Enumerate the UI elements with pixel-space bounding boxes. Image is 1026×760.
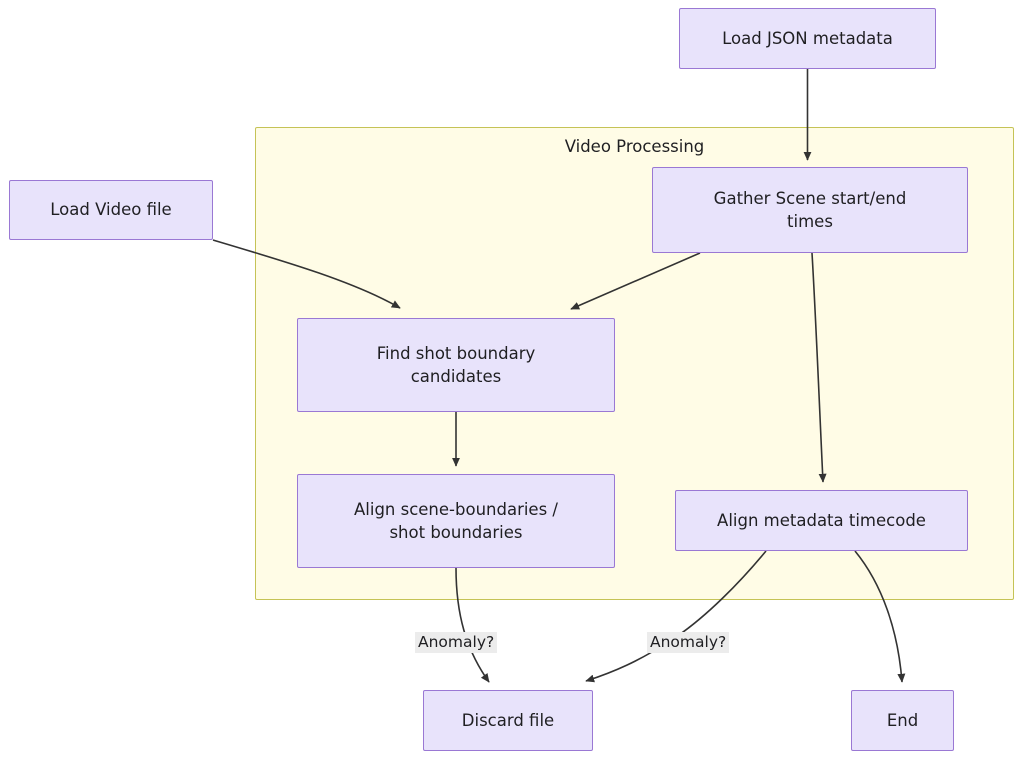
edge-label-anomaly-left: Anomaly? — [415, 632, 498, 654]
cluster-title-label: Video Processing — [564, 137, 705, 156]
node-align-metadata-timecode[interactable]: Align metadata timecode — [675, 490, 968, 551]
node-find-shot-boundary-candidates[interactable]: Find shot boundary candidates — [297, 318, 615, 412]
node-label-load-json-metadata: Load JSON metadata — [722, 28, 893, 48]
edge-gather-to-align-metadata — [811, 252, 827, 483]
edge-video-to-find — [212, 239, 401, 309]
node-gather-scene-times[interactable]: Gather Scene start/end times — [652, 167, 968, 253]
node-label-load-video-file: Load Video file — [50, 200, 172, 220]
node-align-scene-shot-boundaries[interactable]: Align scene-boundaries / shot boundaries — [297, 474, 615, 568]
node-label-gather-scene-times: Gather Scene start/end times — [713, 188, 907, 231]
node-label-find-shot-boundary-candidates: Find shot boundary candidates — [376, 343, 536, 386]
node-label-align-metadata-timecode: Align metadata timecode — [717, 510, 926, 530]
node-end[interactable]: End — [851, 690, 954, 751]
node-discard-file[interactable]: Discard file — [423, 690, 593, 751]
node-label-discard-file: Discard file — [461, 710, 555, 730]
edge-label-anomaly-right: Anomaly? — [647, 632, 730, 654]
edge-align-scene-to-discard — [455, 567, 490, 683]
node-label-end: End — [886, 710, 919, 730]
edge-align-metadata-to-end — [854, 550, 906, 683]
node-label-align-scene-shot-boundaries: Align scene-boundaries / shot boundaries — [353, 499, 558, 542]
node-load-video-file[interactable]: Load Video file — [9, 180, 213, 240]
node-load-json-metadata[interactable]: Load JSON metadata — [679, 8, 936, 69]
edge-gather-to-find — [570, 252, 701, 310]
edge-align-metadata-to-discard — [585, 550, 767, 683]
